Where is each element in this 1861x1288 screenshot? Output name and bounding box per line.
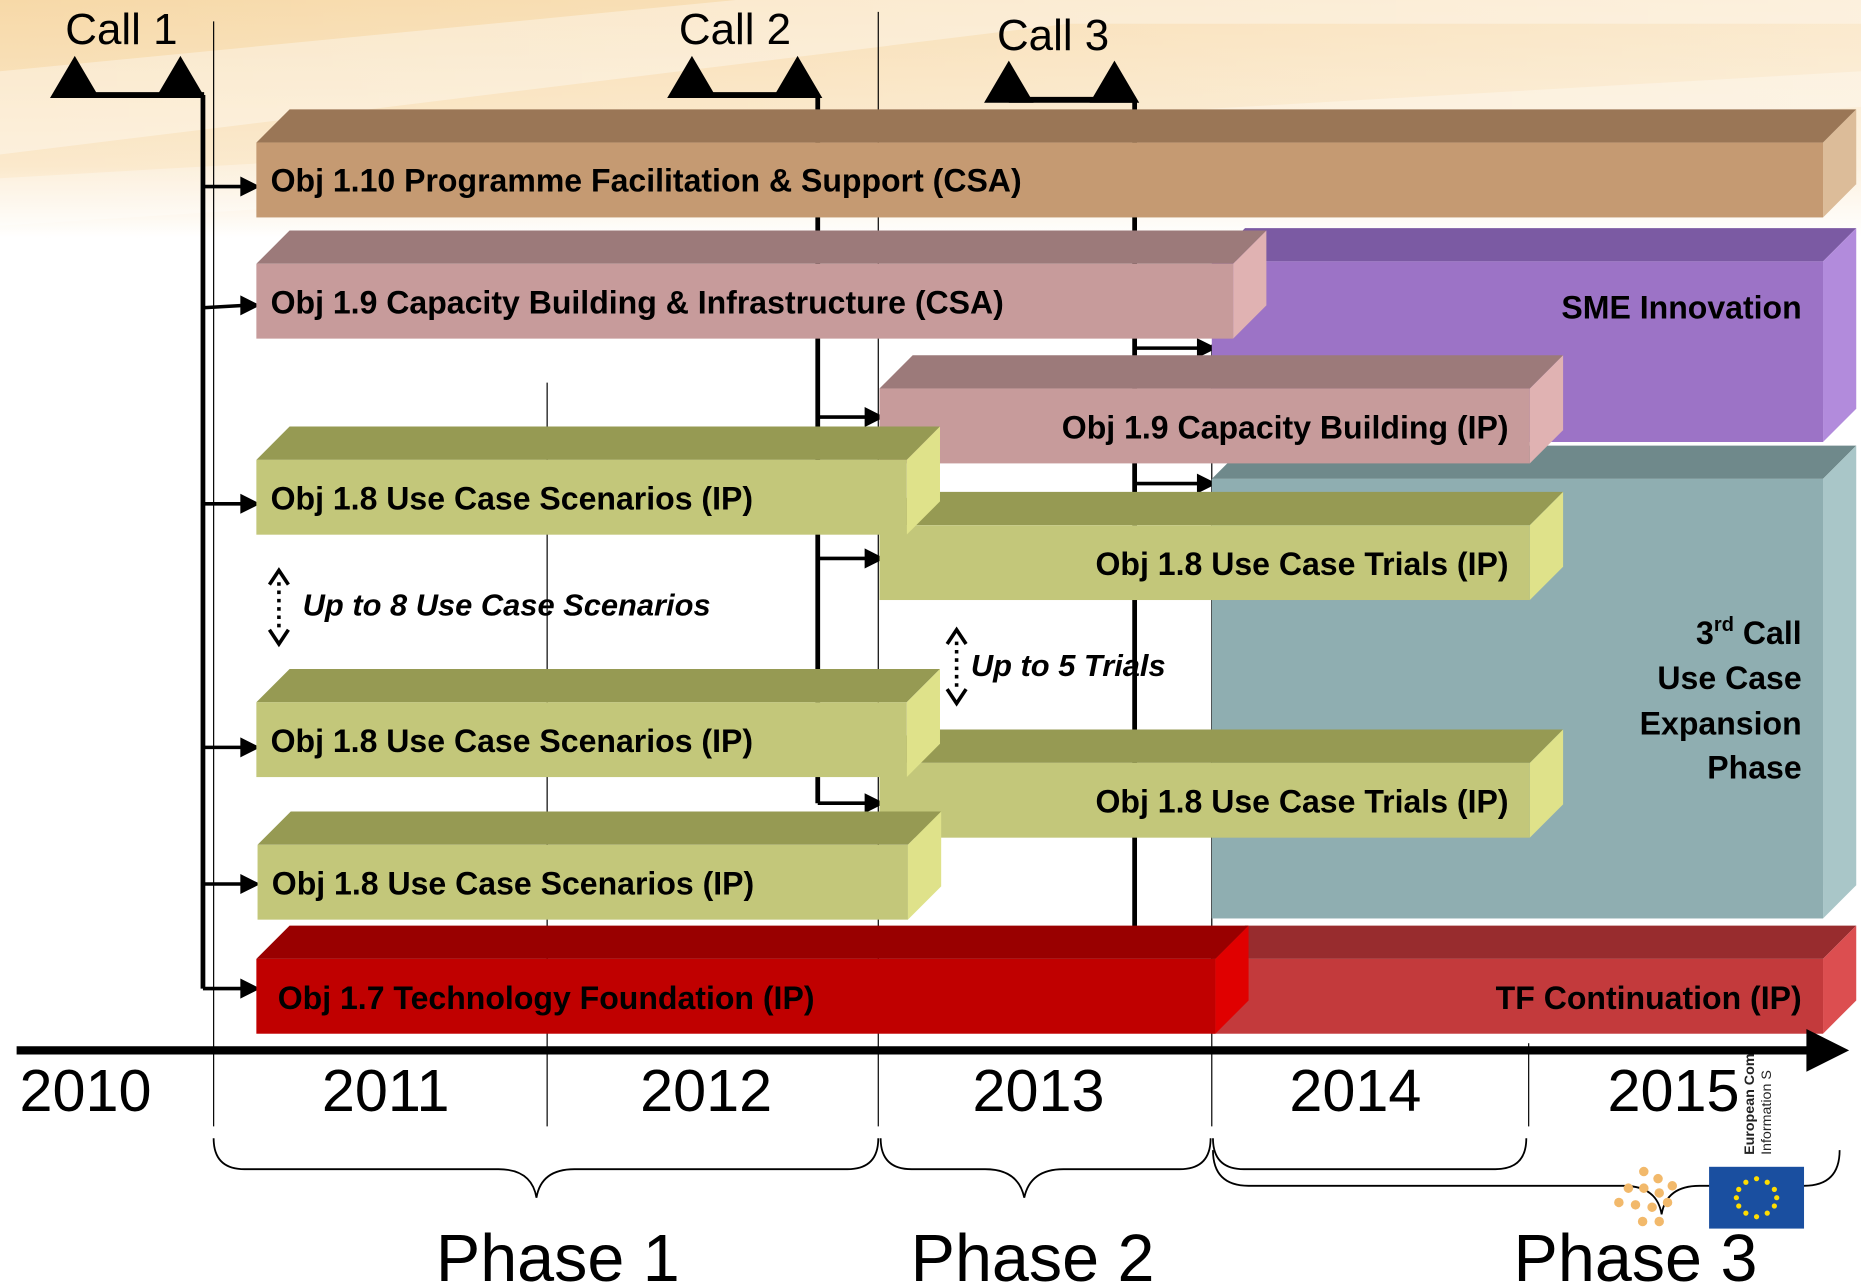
year-2012: 2012 [640,1057,772,1124]
bar-obj-1-10-label: Obj 1.10 Programme Facilitation & Suppor… [271,162,1022,198]
bar-use-case-scenarios-2-label: Obj 1.8 Use Case Scenarios (IP) [271,723,753,759]
call-markers [49,55,1140,103]
bar-obj-1-9-ip: Obj 1.9 Capacity Building (IP) [879,355,1564,464]
bar-use-case-scenarios-3: Obj 1.8 Use Case Scenarios (IP) [257,811,942,920]
call-arrows [202,176,1217,999]
bar-use-case-scenarios-1: Obj 1.8 Use Case Scenarios (IP) [256,426,940,535]
bar-obj-1-10: Obj 1.10 Programme Facilitation & Suppor… [256,109,1857,218]
bar-obj-1-9-csa: Obj 1.9 Capacity Building & Infrastructu… [256,230,1267,339]
trials-range-arrow [945,626,968,707]
expansion-line-1: 3rd Call [1696,614,1802,651]
bar-use-case-scenarios-3-label: Obj 1.8 Use Case Scenarios (IP) [272,866,754,902]
dot-pattern-icon [1614,1166,1678,1227]
year-labels: 2010 2011 2012 2013 2014 2015 [19,1057,1739,1124]
bar-use-case-trials-1: Obj 1.8 Use Case Trials (IP) [879,491,1564,601]
phase-2-label: Phase 2 [911,1222,1155,1288]
bar-obj-1-9-ip-label: Obj 1.9 Capacity Building (IP) [1062,409,1509,445]
european-commission-logo: European Com Information S [1614,1054,1805,1229]
bar-use-case-trials-2: Obj 1.8 Use Case Trials (IP) [879,729,1564,838]
eu-flag-icon [1709,1166,1805,1229]
year-2011: 2011 [322,1057,450,1124]
bar-tf-continuation: TF Continuation (IP) [1211,925,1857,1034]
bar-sme-innovation-label: SME Innovation [1561,289,1801,325]
scenarios-range-arrow [267,567,290,648]
logo-line-1: European Com [1742,1054,1758,1155]
bar-technology-foundation-label: Obj 1.7 Technology Foundation (IP) [278,980,815,1016]
call-3-label: Call 3 [997,11,1109,60]
note-trials: Up to 5 Trials [971,648,1166,683]
phase-1-label: Phase 1 [436,1222,680,1288]
call-1-label: Call 1 [65,5,177,54]
phase-labels: Phase 1 Phase 2 Phase 3 [436,1222,1758,1288]
bar-use-case-trials-2-label: Obj 1.8 Use Case Trials (IP) [1095,784,1508,820]
year-2014: 2014 [1289,1057,1421,1124]
bar-use-case-trials-1-label: Obj 1.8 Use Case Trials (IP) [1095,546,1508,582]
bar-use-case-scenarios-1-label: Obj 1.8 Use Case Scenarios (IP) [271,481,753,517]
logo-line-2: Information S [1759,1070,1775,1155]
year-2010: 2010 [19,1057,151,1124]
bar-obj-1-9-csa-label: Obj 1.9 Capacity Building & Infrastructu… [271,285,1004,321]
year-2013: 2013 [973,1057,1105,1124]
bar-technology-foundation: Obj 1.7 Technology Foundation (IP) [256,925,1249,1034]
phase-3-label: Phase 3 [1514,1222,1758,1288]
note-scenarios: Up to 8 Use Case Scenarios [303,587,711,622]
phase-braces [212,1138,1841,1215]
expansion-line-4: Phase [1707,749,1801,785]
year-2015: 2015 [1607,1057,1739,1124]
bar-tf-continuation-label: TF Continuation (IP) [1496,980,1802,1016]
bar-use-case-scenarios-2: Obj 1.8 Use Case Scenarios (IP) [256,668,940,778]
call-2-label: Call 2 [679,5,791,54]
expansion-line-2: Use Case [1657,660,1801,696]
expansion-line-3: Expansion [1640,705,1802,741]
time-axis [16,1028,1850,1072]
